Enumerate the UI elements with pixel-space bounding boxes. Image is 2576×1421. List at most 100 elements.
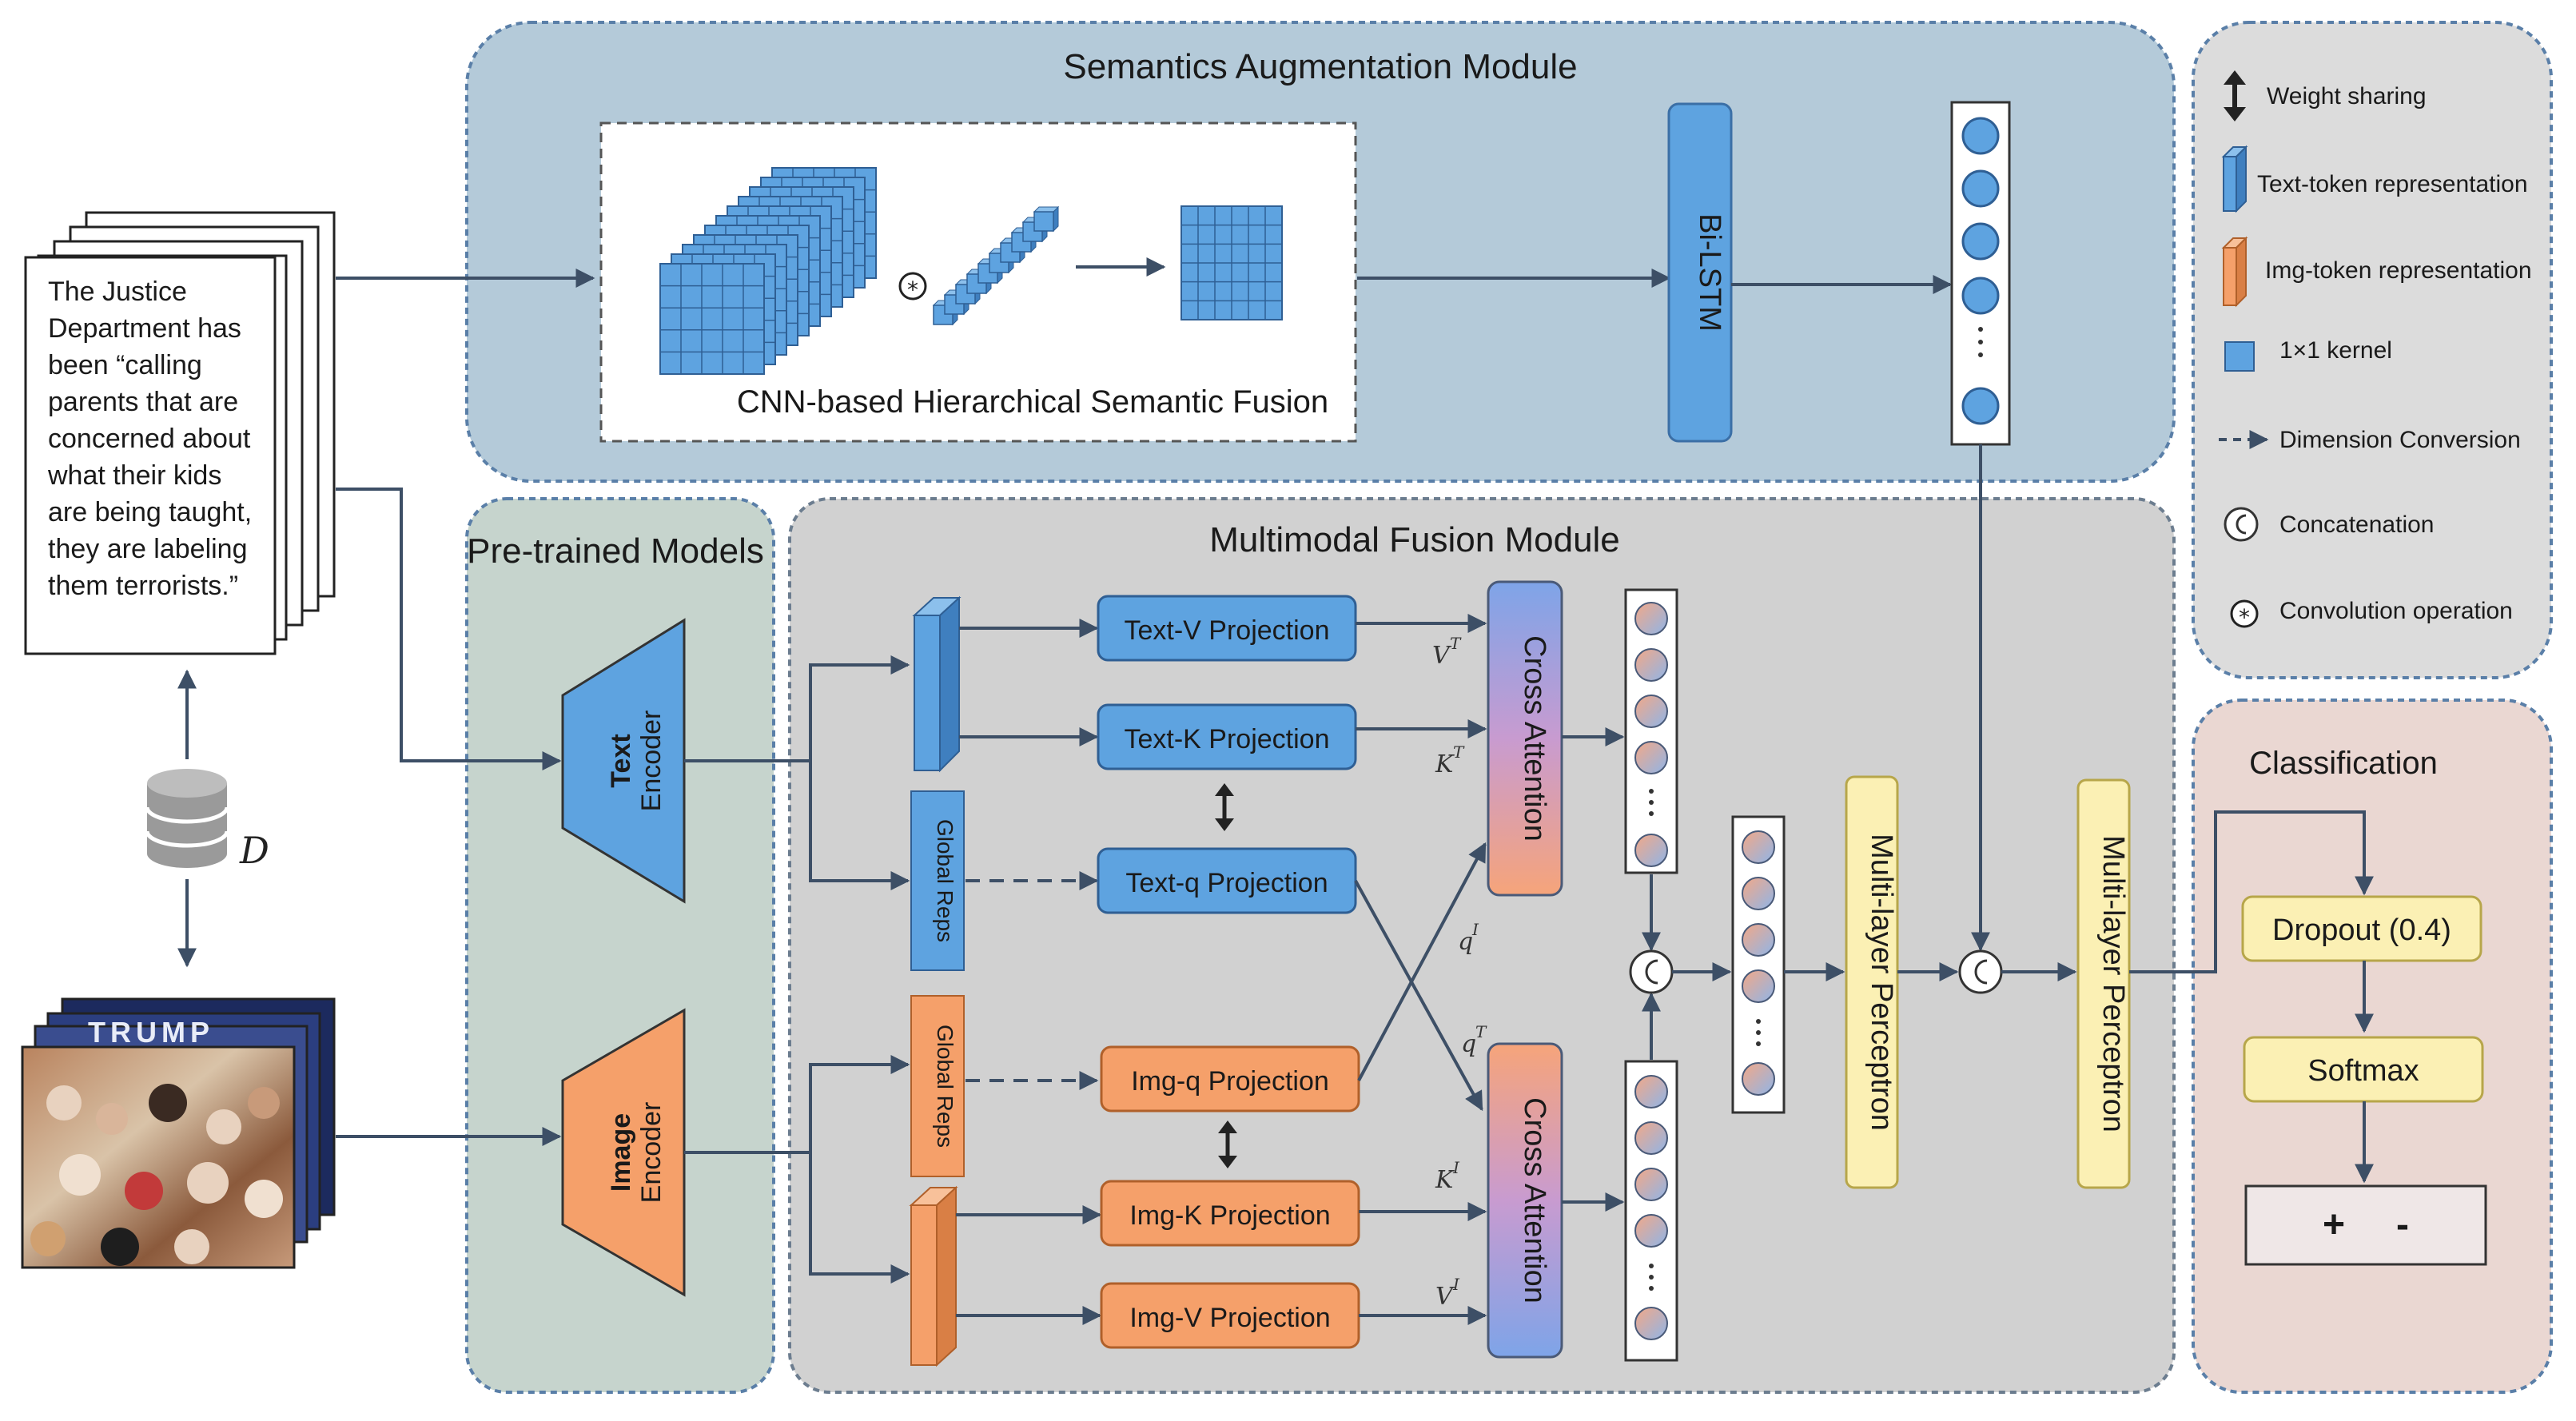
mlp-first (1845, 775, 1899, 1189)
mlp-first-label: Multi-layer Perceptron (1865, 834, 1898, 1131)
image-encoder-label-1: Image (606, 1113, 636, 1192)
svg-text:T: T (1475, 1022, 1487, 1041)
image-token-block (909, 1185, 958, 1367)
text-global-reps (910, 790, 965, 971)
weight-sharing-icon (2224, 70, 2246, 121)
qi-symbol: q I (1458, 920, 1479, 956)
classification-title: Classification (2249, 746, 2438, 781)
svg-text:q: q (1461, 1030, 1476, 1058)
legend-weight-sharing: Weight sharing (2224, 70, 2427, 121)
news-image-stack: TRUMP (21, 997, 336, 1269)
svg-text:T: T (1450, 634, 1462, 653)
image-encoder-label-2: Encoder (636, 1102, 667, 1204)
text-v-projection-label: Text-V Projection (1125, 615, 1330, 646)
news-text-line: been “calling (48, 350, 202, 380)
bilstm-label: Bi-LSTM (1693, 213, 1726, 332)
dropout-block (2241, 895, 2482, 962)
legend-img-token: Img-token representation (2221, 236, 2532, 308)
text-global-reps-label: Global Reps (933, 819, 958, 942)
svg-text:I: I (1452, 1158, 1460, 1177)
svg-text:Text-token representation: Text-token representation (2257, 171, 2528, 197)
svg-text:Weight sharing: Weight sharing (2267, 83, 2427, 109)
svg-text:T: T (1453, 742, 1465, 762)
vt-symbol: V T (1432, 634, 1462, 670)
svg-text:Convolution operation: Convolution operation (2279, 598, 2513, 624)
svg-text:Dimension Conversion: Dimension Conversion (2279, 427, 2521, 453)
convolution-operator-icon: * (2230, 599, 2259, 631)
legend-dimension-conversion: Dimension Conversion (2219, 427, 2521, 453)
legend-text-token: Text-token representation (2221, 145, 2528, 213)
dropout-label: Dropout (0.4) (2272, 914, 2451, 947)
legend-concatenation: Concatenation (2224, 507, 2434, 542)
news-text-line: are being taught, (48, 497, 252, 527)
cross-attention-top-label: Cross Attention (1518, 635, 1551, 842)
svg-text:Img-token representation: Img-token representation (2265, 257, 2532, 284)
svg-text:1×1 kernel: 1×1 kernel (2279, 337, 2392, 364)
multimodal-fusion-panel (788, 497, 2176, 1394)
bilstm-block (1667, 102, 1733, 443)
kernel-icon (2224, 341, 2255, 372)
news-text-line: The Justice (48, 277, 187, 307)
svg-text:V: V (1432, 642, 1452, 670)
img-token-icon (2221, 236, 2248, 308)
image-encoder (561, 1008, 686, 1297)
semantic-vector (1950, 101, 2011, 446)
news-text-line: concerned about (48, 424, 251, 454)
news-text-line: what their kids (47, 460, 221, 491)
image-global-reps (910, 995, 965, 1177)
concatenation-icon (1629, 949, 1674, 994)
image-attended-vector (1624, 1060, 1678, 1362)
text-encoder-label-1: Text (606, 734, 636, 787)
cross-attention-bottom-label: Cross Attention (1518, 1097, 1551, 1304)
news-text-line: they are labeling (48, 534, 248, 564)
concatenation-icon (1958, 949, 2003, 994)
mlp-second (2076, 778, 2131, 1189)
news-text-line: them terrorists.” (48, 571, 238, 601)
svg-text:K: K (1435, 750, 1455, 778)
kt-symbol: K T (1435, 742, 1465, 778)
text-k-projection (1097, 703, 1357, 770)
weight-sharing-icon (1215, 783, 1234, 831)
mlp-second-label: Multi-layer Perceptron (2096, 835, 2130, 1132)
image-global-reps-label: Global Reps (933, 1025, 958, 1148)
text-k-projection-label: Text-K Projection (1125, 724, 1330, 754)
svg-text:*: * (907, 277, 918, 303)
svg-text:V: V (1435, 1283, 1455, 1311)
ki-symbol: K I (1435, 1158, 1460, 1194)
dataset-symbol: D (239, 829, 269, 872)
feature-map-stack (659, 167, 877, 375)
convolution-operator-icon: * (898, 272, 927, 303)
img-q-projection-label: Img-q Projection (1131, 1066, 1329, 1097)
cnn-fusion-label: CNN-based Hierarchical Semantic Fusion (737, 384, 1328, 420)
news-text-line: Department has (48, 313, 241, 344)
softmax-label: Softmax (2307, 1054, 2419, 1088)
image-banner-text: TRUMP (88, 1016, 214, 1049)
news-text-stack: The Justice Department has been “calling… (24, 211, 336, 655)
svg-text:I: I (1471, 920, 1479, 939)
svg-text:*: * (2239, 604, 2250, 631)
svg-text:Concatenation: Concatenation (2279, 511, 2434, 538)
svg-text:K: K (1435, 1166, 1455, 1194)
text-v-projection (1097, 595, 1357, 662)
legend-kernel: 1×1 kernel (2224, 337, 2392, 372)
news-text-line: parents that are (48, 387, 238, 417)
multimodal-fusion-title: Multimodal Fusion Module (1209, 520, 1620, 559)
text-token-block (912, 595, 962, 773)
positive-label: + (2323, 1204, 2345, 1246)
pretrained-models-panel (465, 497, 775, 1394)
pretrained-models-title: Pre-trained Models (467, 531, 764, 571)
concatenation-icon (2224, 507, 2259, 542)
legend-panel (2192, 21, 2553, 679)
text-encoder (561, 618, 686, 904)
vi-symbol: V I (1435, 1275, 1460, 1311)
negative-label: - (2396, 1204, 2409, 1246)
img-v-projection-label: Img-V Projection (1129, 1303, 1330, 1333)
text-q-projection-label: Text-q Projection (1125, 868, 1328, 898)
kernel-chain (932, 205, 1060, 326)
fused-feature-grid (1181, 205, 1283, 320)
weight-sharing-icon (1218, 1120, 1237, 1168)
img-k-projection-label: Img-K Projection (1129, 1200, 1330, 1231)
svg-text:q: q (1458, 928, 1473, 956)
legend-convolution: * Convolution operation (2230, 598, 2513, 631)
